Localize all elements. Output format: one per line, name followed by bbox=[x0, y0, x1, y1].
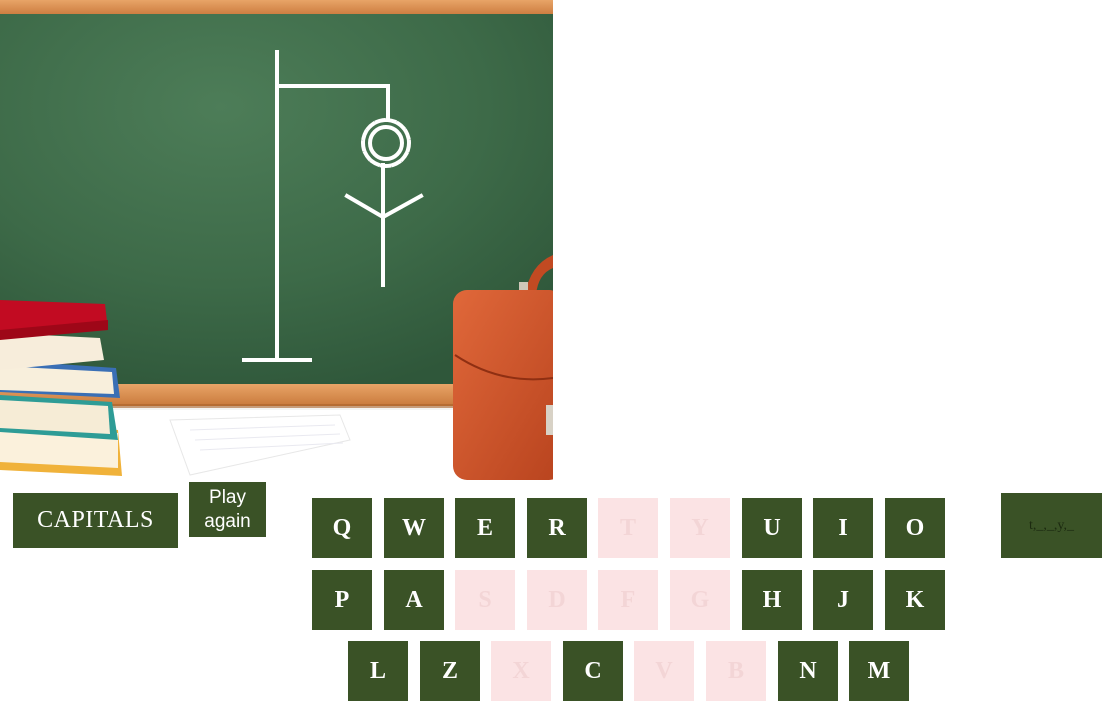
key-f: F bbox=[598, 570, 658, 630]
key-g: G bbox=[670, 570, 730, 630]
paper-sheets bbox=[169, 414, 351, 476]
key-u[interactable]: U bbox=[742, 498, 802, 558]
play-again-button[interactable]: Play again bbox=[189, 482, 266, 537]
left-arm bbox=[344, 193, 386, 220]
key-t: T bbox=[598, 498, 658, 558]
chalkboard-illustration bbox=[0, 0, 553, 482]
key-v: V bbox=[634, 641, 694, 701]
key-e[interactable]: E bbox=[455, 498, 515, 558]
books-stack bbox=[0, 300, 122, 476]
head-outline bbox=[361, 118, 411, 168]
word-display-text: t,_,_,y,_ bbox=[1029, 517, 1074, 533]
key-d: D bbox=[527, 570, 587, 630]
play-again-line1: Play bbox=[209, 486, 246, 508]
key-x: X bbox=[491, 641, 551, 701]
key-c[interactable]: C bbox=[563, 641, 623, 701]
right-arm bbox=[380, 193, 424, 220]
key-q[interactable]: Q bbox=[312, 498, 372, 558]
key-p[interactable]: P bbox=[312, 570, 372, 630]
key-r[interactable]: R bbox=[527, 498, 587, 558]
hangman-figure bbox=[344, 118, 424, 287]
hangman-scene bbox=[0, 0, 553, 482]
key-n[interactable]: N bbox=[778, 641, 838, 701]
head bbox=[368, 125, 404, 161]
category-text: CAPITALS bbox=[37, 507, 154, 533]
key-l[interactable]: L bbox=[348, 641, 408, 701]
gallows bbox=[242, 50, 390, 362]
key-i[interactable]: I bbox=[813, 498, 873, 558]
key-h[interactable]: H bbox=[742, 570, 802, 630]
play-again-line2: again bbox=[204, 510, 251, 532]
key-m[interactable]: M bbox=[849, 641, 909, 701]
category-label: CAPITALS bbox=[13, 493, 178, 548]
key-o[interactable]: O bbox=[885, 498, 945, 558]
key-z[interactable]: Z bbox=[420, 641, 480, 701]
briefcase bbox=[453, 255, 553, 480]
key-b: B bbox=[706, 641, 766, 701]
key-s: S bbox=[455, 570, 515, 630]
key-w[interactable]: W bbox=[384, 498, 444, 558]
key-k[interactable]: K bbox=[885, 570, 945, 630]
word-display: t,_,_,y,_ bbox=[1001, 493, 1102, 558]
key-y: Y bbox=[670, 498, 730, 558]
board-frame-top bbox=[0, 0, 553, 16]
board-frame-bottom bbox=[0, 384, 553, 406]
key-j[interactable]: J bbox=[813, 570, 873, 630]
key-a[interactable]: A bbox=[384, 570, 444, 630]
